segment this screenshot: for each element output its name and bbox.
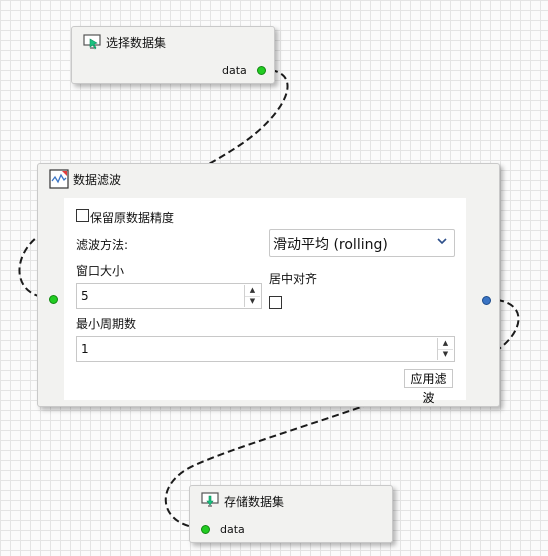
select-dataset-title: 选择数据集 (106, 36, 167, 50)
spin-up-icon[interactable]: ▲ (245, 285, 260, 297)
save-dataset-title: 存储数据集 (224, 495, 285, 509)
select-dataset-icon (83, 34, 101, 50)
window-size-spinner[interactable]: ▲ ▼ (244, 285, 260, 307)
save-dataset-input-port[interactable] (201, 525, 210, 534)
min-periods-spinner[interactable]: ▲ ▼ (437, 338, 453, 360)
data-filter-title: 数据滤波 (73, 173, 122, 187)
keep-original-precision-label: 保留原数据精度 (90, 211, 175, 225)
save-dataset-input-label: data (220, 523, 245, 536)
min-periods-value: 1 (81, 342, 89, 356)
filter-method-value: 滑动平均 (rolling) (273, 237, 388, 253)
spin-up-icon[interactable]: ▲ (438, 338, 453, 350)
keep-original-precision-checkbox[interactable] (76, 209, 89, 222)
select-dataset-output-port[interactable] (257, 66, 266, 75)
save-dataset-icon (201, 492, 219, 507)
spin-down-icon[interactable]: ▼ (442, 350, 449, 358)
chevron-down-icon (437, 238, 447, 245)
filter-method-select[interactable]: 滑动平均 (rolling) (269, 229, 455, 257)
select-dataset-output-label: data (222, 64, 247, 77)
data-filter-input-port[interactable] (49, 295, 58, 304)
data-filter-output-port[interactable] (482, 296, 491, 305)
window-size-label: 窗口大小 (76, 264, 125, 278)
min-periods-input[interactable]: 1 ▲ ▼ (76, 336, 455, 362)
window-size-input[interactable]: 5 ▲ ▼ (76, 283, 262, 309)
center-align-checkbox[interactable] (269, 296, 282, 309)
center-align-label: 居中对齐 (269, 272, 318, 286)
data-filter-icon (49, 169, 69, 189)
apply-filter-button[interactable]: 应用滤波 (404, 369, 453, 405)
min-periods-label: 最小周期数 (76, 317, 137, 331)
filter-method-label: 滤波方法: (76, 238, 129, 252)
save-dataset-node[interactable]: 存储数据集 data (189, 485, 393, 543)
spin-down-icon[interactable]: ▼ (249, 297, 256, 305)
window-size-value: 5 (81, 289, 89, 303)
select-dataset-node[interactable]: 选择数据集 data (71, 26, 275, 84)
wire-filter-to-save (164, 298, 520, 529)
